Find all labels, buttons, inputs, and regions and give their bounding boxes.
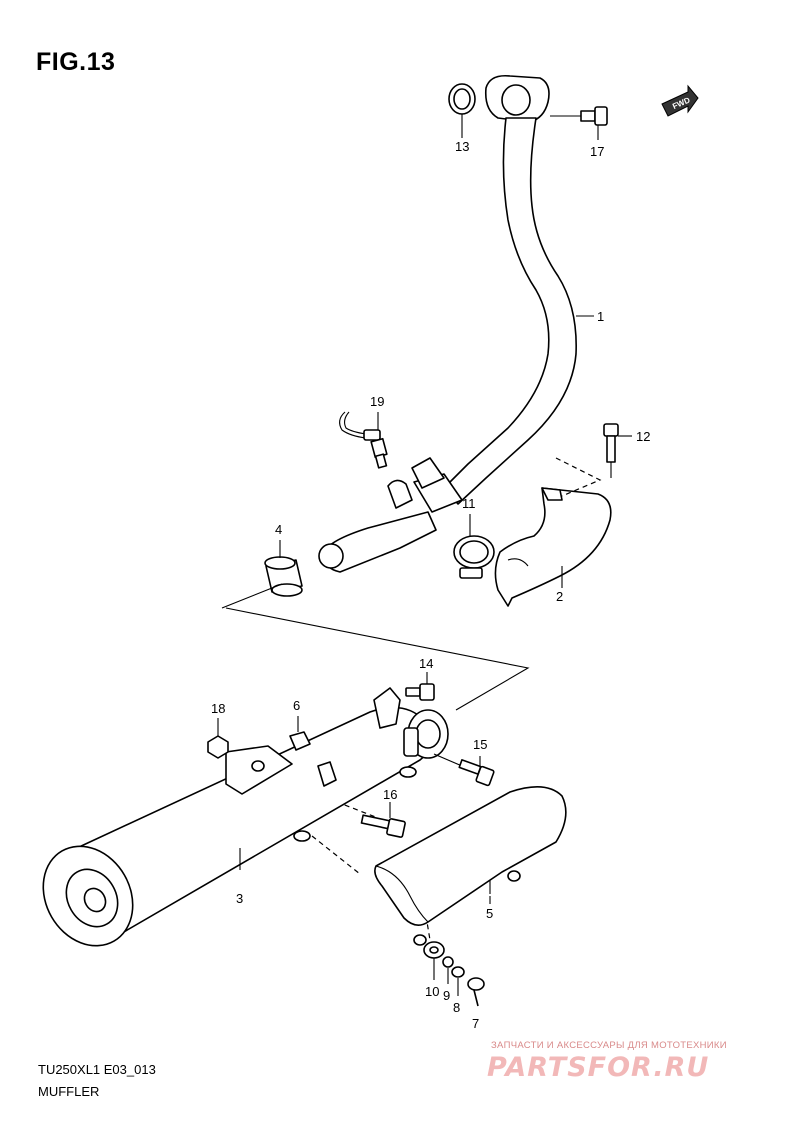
bolt-15: [433, 753, 495, 787]
exhaust-pipe-1: [318, 74, 577, 573]
connector-gasket-4: [264, 556, 303, 597]
pipe-cover-2: [494, 487, 612, 607]
bolt-12: [603, 423, 619, 478]
oxygen-sensor-19: [339, 411, 388, 469]
callout-13: 13: [455, 139, 469, 154]
callout-17: 17: [590, 144, 604, 159]
callout-12: 12: [636, 429, 650, 444]
callout-6: 6: [293, 698, 300, 713]
callout-5: 5: [486, 906, 493, 921]
muffler-3: [42, 687, 449, 947]
callout-7: 7: [472, 1016, 479, 1031]
watermark-tagline: ЗАПЧАСТИ И АКСЕССУАРЫ ДЛЯ МОТОТЕХНИКИ: [491, 1040, 727, 1051]
spacer-9: [442, 956, 454, 984]
gasket-13: [448, 83, 476, 138]
assembly-line: [311, 835, 361, 875]
bolt-14: [405, 672, 435, 701]
figure-title: FIG.13: [36, 48, 116, 76]
callout-18: 18: [211, 701, 225, 716]
assembly-line: [555, 457, 602, 497]
callout-10: 10: [425, 984, 439, 999]
callout-11: 11: [462, 496, 476, 511]
watermark-logo: PARTSFOR.RU: [487, 1052, 710, 1083]
washer-8: [451, 966, 465, 996]
callout-1: 1: [597, 309, 604, 324]
callout-15: 15: [473, 737, 487, 752]
assembly-line: [221, 583, 530, 711]
callout-4: 4: [275, 522, 282, 537]
bolt-17: [550, 106, 608, 140]
section-title: MUFFLER: [38, 1084, 100, 1099]
callout-19: 19: [370, 394, 384, 409]
callout-9: 9: [443, 988, 450, 1003]
screw-7: [467, 977, 485, 1007]
bolt-16: [360, 802, 406, 838]
model-code: TU250XL1 E03_013: [38, 1062, 156, 1077]
cushion-6: [289, 716, 337, 787]
callout-8: 8: [453, 1000, 460, 1015]
callout-14: 14: [419, 656, 433, 671]
callout-16: 16: [383, 787, 397, 802]
muffler-cover-5: [374, 786, 567, 946]
nut-18: [207, 718, 229, 759]
fwd-arrow-icon: FWD: [661, 84, 699, 117]
callout-3: 3: [236, 891, 243, 906]
clamp-11: [453, 535, 495, 579]
callout-2: 2: [556, 589, 563, 604]
cushion-10: [423, 941, 445, 980]
